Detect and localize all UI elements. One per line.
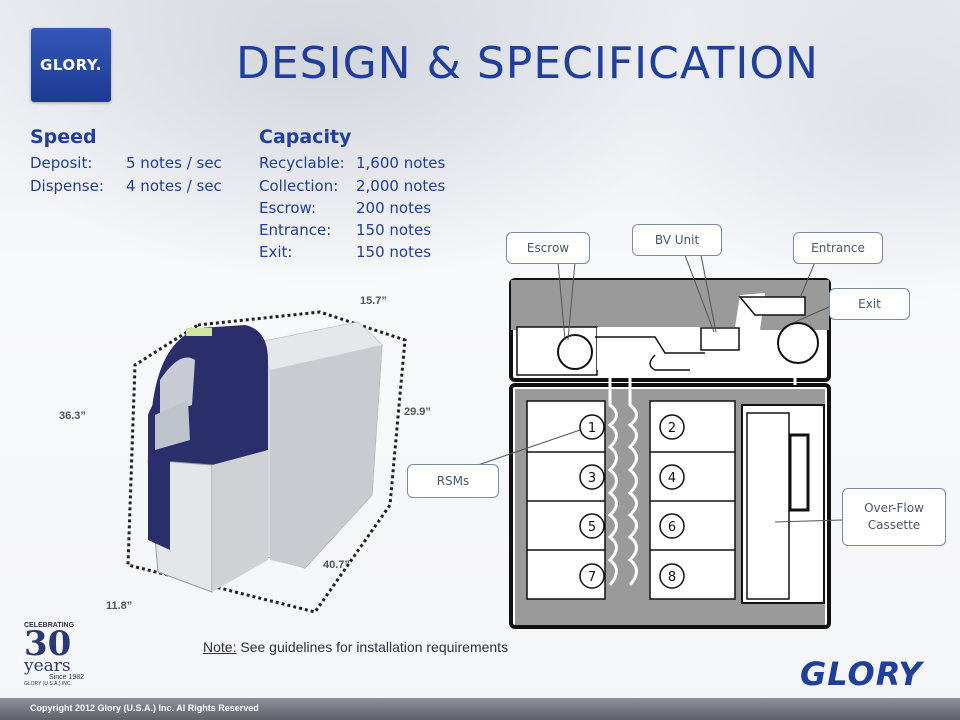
slot-label-5: 5 [588,520,596,535]
dim-width: 11.8” [106,600,133,612]
speed-dispense-label: Dispense: [30,177,104,195]
footer-copyright: Copyright 2012 Glory (U.S.A.) Inc. Al Ri… [30,703,259,713]
speed-heading: Speed [30,126,97,148]
slot-label-4: 4 [668,471,676,486]
anniv-celebrating: CELEBRATING [24,622,75,629]
capacity-collection-label: Collection: [259,177,339,195]
dim-side-height: 29.9” [404,406,431,418]
callout-bv-unit: BV Unit [632,224,722,256]
callout-entrance: Entrance [793,232,883,264]
capacity-escrow-label: Escrow: [259,199,317,217]
dim-height: 36.3” [59,410,86,422]
anniv-since: Since 1982 [48,674,84,681]
capacity-heading: Capacity [259,126,352,148]
dim-length: 40.7” [323,559,350,571]
slot-label-3: 3 [588,471,596,486]
capacity-entrance-label: Entrance: [259,221,332,239]
machine-illustration [126,310,407,614]
capacity-escrow-value: 200 notes [356,199,432,217]
schematic-diagram: 1 2 3 4 5 6 7 8 [509,278,831,629]
logo-text: GLORY. [40,56,102,74]
overflow-line2: Cassette [867,518,921,532]
slot-label-2: 2 [668,421,676,436]
anniversary-badge: CELEBRATING 30 years Since 1982 GLORY (U… [24,622,84,690]
dim-top-depth: 15.7” [360,295,387,307]
capacity-recyclable-label: Recyclable: [259,154,345,172]
callout-escrow: Escrow [506,232,590,264]
glory-wordmark: GLORY [800,655,923,693]
capacity-collection-value: 2,000 notes [356,177,446,195]
speed-deposit-label: Deposit: [30,154,93,172]
installation-note: Note: See guidelines for installation re… [203,639,508,655]
capacity-recyclable-value: 1,600 notes [356,154,446,172]
slot-label-6: 6 [668,520,676,535]
capacity-entrance-value: 150 notes [356,221,432,239]
glory-logo: GLORY. [31,28,111,102]
speed-deposit-value: 5 notes / sec [126,154,222,172]
page-title: DESIGN & SPECIFICATION [236,38,819,89]
note-text: See guidelines for installation requirem… [236,639,509,655]
anniv-years: years [24,656,71,676]
capacity-exit-label: Exit: [259,243,293,261]
note-label: Note: [203,639,237,655]
slot-label-7: 7 [588,570,596,585]
speed-dispense-value: 4 notes / sec [126,177,222,195]
slot-label-1: 1 [588,421,596,436]
overflow-line1: Over-Flow [864,501,924,516]
callout-rsms: RSMs [407,464,499,498]
anniv-company: GLORY (U.S.A.) INC. [24,681,72,687]
callout-overflow-cassette: Over-Flow Cassette [842,488,946,546]
capacity-exit-value: 150 notes [356,243,432,261]
callout-exit: Exit [829,288,910,320]
footer-bar: Copyright 2012 Glory (U.S.A.) Inc. Al Ri… [0,698,960,720]
slot-label-8: 8 [668,570,676,585]
anniv-number: 30 [24,624,72,664]
